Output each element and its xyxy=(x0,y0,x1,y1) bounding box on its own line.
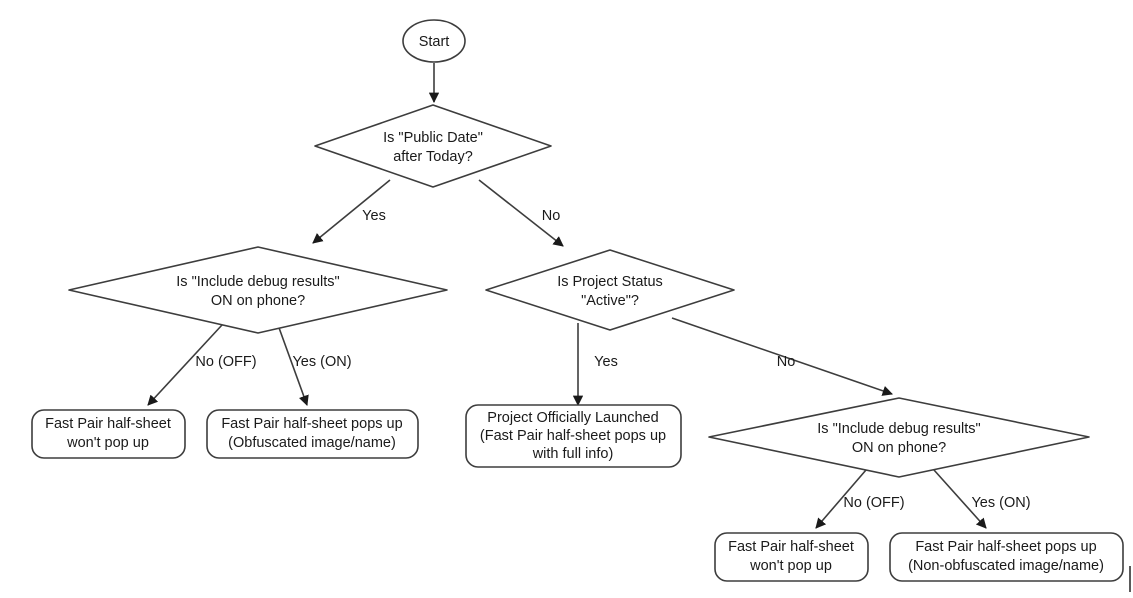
non-obfuscated-popup-line2: (Non-obfuscated image/name) xyxy=(908,558,1104,574)
no-popup-left-line2: won't pop up xyxy=(66,435,149,451)
debug-right-line2: ON on phone? xyxy=(852,440,946,456)
project-launched-box xyxy=(465,404,682,468)
obfuscated-popup-box xyxy=(206,409,419,459)
edge-public-date-no xyxy=(478,179,564,247)
debug-left-diamond xyxy=(68,246,448,334)
edge-label-debug-right-no: No (OFF) xyxy=(843,495,904,511)
start-ellipse xyxy=(402,19,466,63)
obfuscated-popup-line2: (Obfuscated image/name) xyxy=(228,435,396,451)
edge-label-public-date-yes: Yes xyxy=(362,208,386,224)
project-launched-line3: with full info) xyxy=(532,446,614,462)
non-obfuscated-popup-line1: Fast Pair half-sheet pops up xyxy=(915,539,1096,555)
debug-right-diamond xyxy=(708,397,1090,478)
no-popup-left-line1: Fast Pair half-sheet xyxy=(45,416,171,432)
node-debug-right-decision[interactable]: Is "Include debug results" ON on phone? xyxy=(708,397,1090,478)
start-label: Start xyxy=(419,34,450,50)
edge-group: Yes No No (OFF) Yes (ON) Yes No No (OFF)… xyxy=(147,63,1031,529)
public-date-line2: after Today? xyxy=(393,149,473,165)
edge-label-project-status-no: No xyxy=(777,354,796,370)
node-public-date-decision[interactable]: Is "Public Date" after Today? xyxy=(314,104,552,188)
node-no-popup-right[interactable]: Fast Pair half-sheet won't pop up xyxy=(714,532,869,582)
node-debug-left-decision[interactable]: Is "Include debug results" ON on phone? xyxy=(68,246,448,334)
node-project-status-decision[interactable]: Is Project Status "Active"? xyxy=(485,249,735,331)
node-no-popup-left[interactable]: Fast Pair half-sheet won't pop up xyxy=(31,409,186,459)
debug-left-line2: ON on phone? xyxy=(211,293,305,309)
public-date-line1: Is "Public Date" xyxy=(383,130,483,146)
edge-debug-left-no xyxy=(147,324,223,406)
project-launched-line2: (Fast Pair half-sheet pops up xyxy=(480,428,666,444)
node-non-obfuscated-popup[interactable]: Fast Pair half-sheet pops up (Non-obfusc… xyxy=(889,532,1124,582)
no-popup-right-line2: won't pop up xyxy=(749,558,832,574)
project-status-line2: "Active"? xyxy=(581,293,639,309)
no-popup-right-box xyxy=(714,532,869,582)
no-popup-left-box xyxy=(31,409,186,459)
node-project-launched[interactable]: Project Officially Launched (Fast Pair h… xyxy=(465,404,682,468)
node-start[interactable]: Start xyxy=(402,19,466,63)
public-date-diamond xyxy=(314,104,552,188)
project-status-line1: Is Project Status xyxy=(557,274,663,290)
edge-label-debug-right-yes: Yes (ON) xyxy=(971,495,1030,511)
edge-label-debug-left-no: No (OFF) xyxy=(195,354,256,370)
project-launched-line1: Project Officially Launched xyxy=(487,410,658,426)
edge-label-project-status-yes: Yes xyxy=(594,354,618,370)
non-obfuscated-popup-box xyxy=(889,532,1124,582)
edge-public-date-yes xyxy=(312,179,391,244)
node-obfuscated-popup[interactable]: Fast Pair half-sheet pops up (Obfuscated… xyxy=(206,409,419,459)
debug-left-line1: Is "Include debug results" xyxy=(176,274,339,290)
edge-label-public-date-no: No xyxy=(542,208,561,224)
debug-right-line1: Is "Include debug results" xyxy=(817,421,980,437)
edge-debug-left-yes xyxy=(277,324,309,406)
edge-debug-right-yes xyxy=(933,469,987,529)
edge-label-debug-left-yes: Yes (ON) xyxy=(292,354,351,370)
page-edge-mark xyxy=(1129,566,1131,592)
edge-debug-right-no xyxy=(815,469,867,529)
obfuscated-popup-line1: Fast Pair half-sheet pops up xyxy=(221,416,402,432)
project-status-diamond xyxy=(485,249,735,331)
no-popup-right-line1: Fast Pair half-sheet xyxy=(728,539,854,555)
edge-project-status-no xyxy=(671,317,893,396)
